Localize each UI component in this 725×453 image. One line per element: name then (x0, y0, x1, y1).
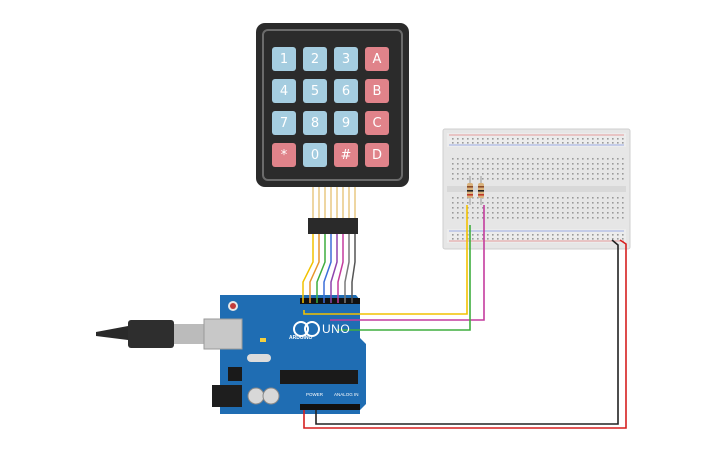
keypad-key[interactable]: 4 (272, 79, 296, 103)
keypad-key[interactable]: * (272, 143, 296, 167)
power-header-label: POWER (306, 392, 324, 397)
resistor[interactable] (478, 176, 484, 205)
keypad-key[interactable]: 8 (303, 111, 327, 135)
board-brand-label: ARDUINO (289, 335, 313, 341)
keypad-key[interactable]: B (365, 79, 389, 103)
keypad-key[interactable]: C (365, 111, 389, 135)
wire-black[interactable] (315, 239, 619, 425)
keypad-key[interactable]: 6 (334, 79, 358, 103)
keypad-key[interactable]: D (365, 143, 389, 167)
wire-yellow[interactable] (303, 205, 468, 315)
breadboard[interactable] (442, 128, 631, 250)
wire-magenta[interactable] (330, 205, 485, 321)
analog-header-label: ANALOG IN (334, 392, 359, 397)
keypad-key[interactable]: 1 (272, 47, 296, 71)
keypad-key[interactable]: # (334, 143, 358, 167)
keypad-key[interactable]: 0 (303, 143, 327, 167)
resistor[interactable] (467, 176, 473, 205)
breadboard-holes (452, 138, 624, 240)
keypad-key[interactable]: 5 (303, 79, 327, 103)
arduino-uno-board[interactable] (203, 295, 366, 414)
keypad-ribbon-wires[interactable] (302, 187, 358, 303)
keypad-frame (262, 29, 403, 181)
usb-cable[interactable] (96, 320, 204, 348)
board-model-label: UNO (322, 322, 351, 336)
keypad-key[interactable]: 3 (334, 47, 358, 71)
wire-red[interactable] (303, 239, 627, 429)
keypad-key[interactable]: 7 (272, 111, 296, 135)
keypad-key[interactable]: 2 (303, 47, 327, 71)
wire-green[interactable] (337, 225, 471, 331)
keypad-key[interactable]: 9 (334, 111, 358, 135)
keypad-key[interactable]: A (365, 47, 389, 71)
